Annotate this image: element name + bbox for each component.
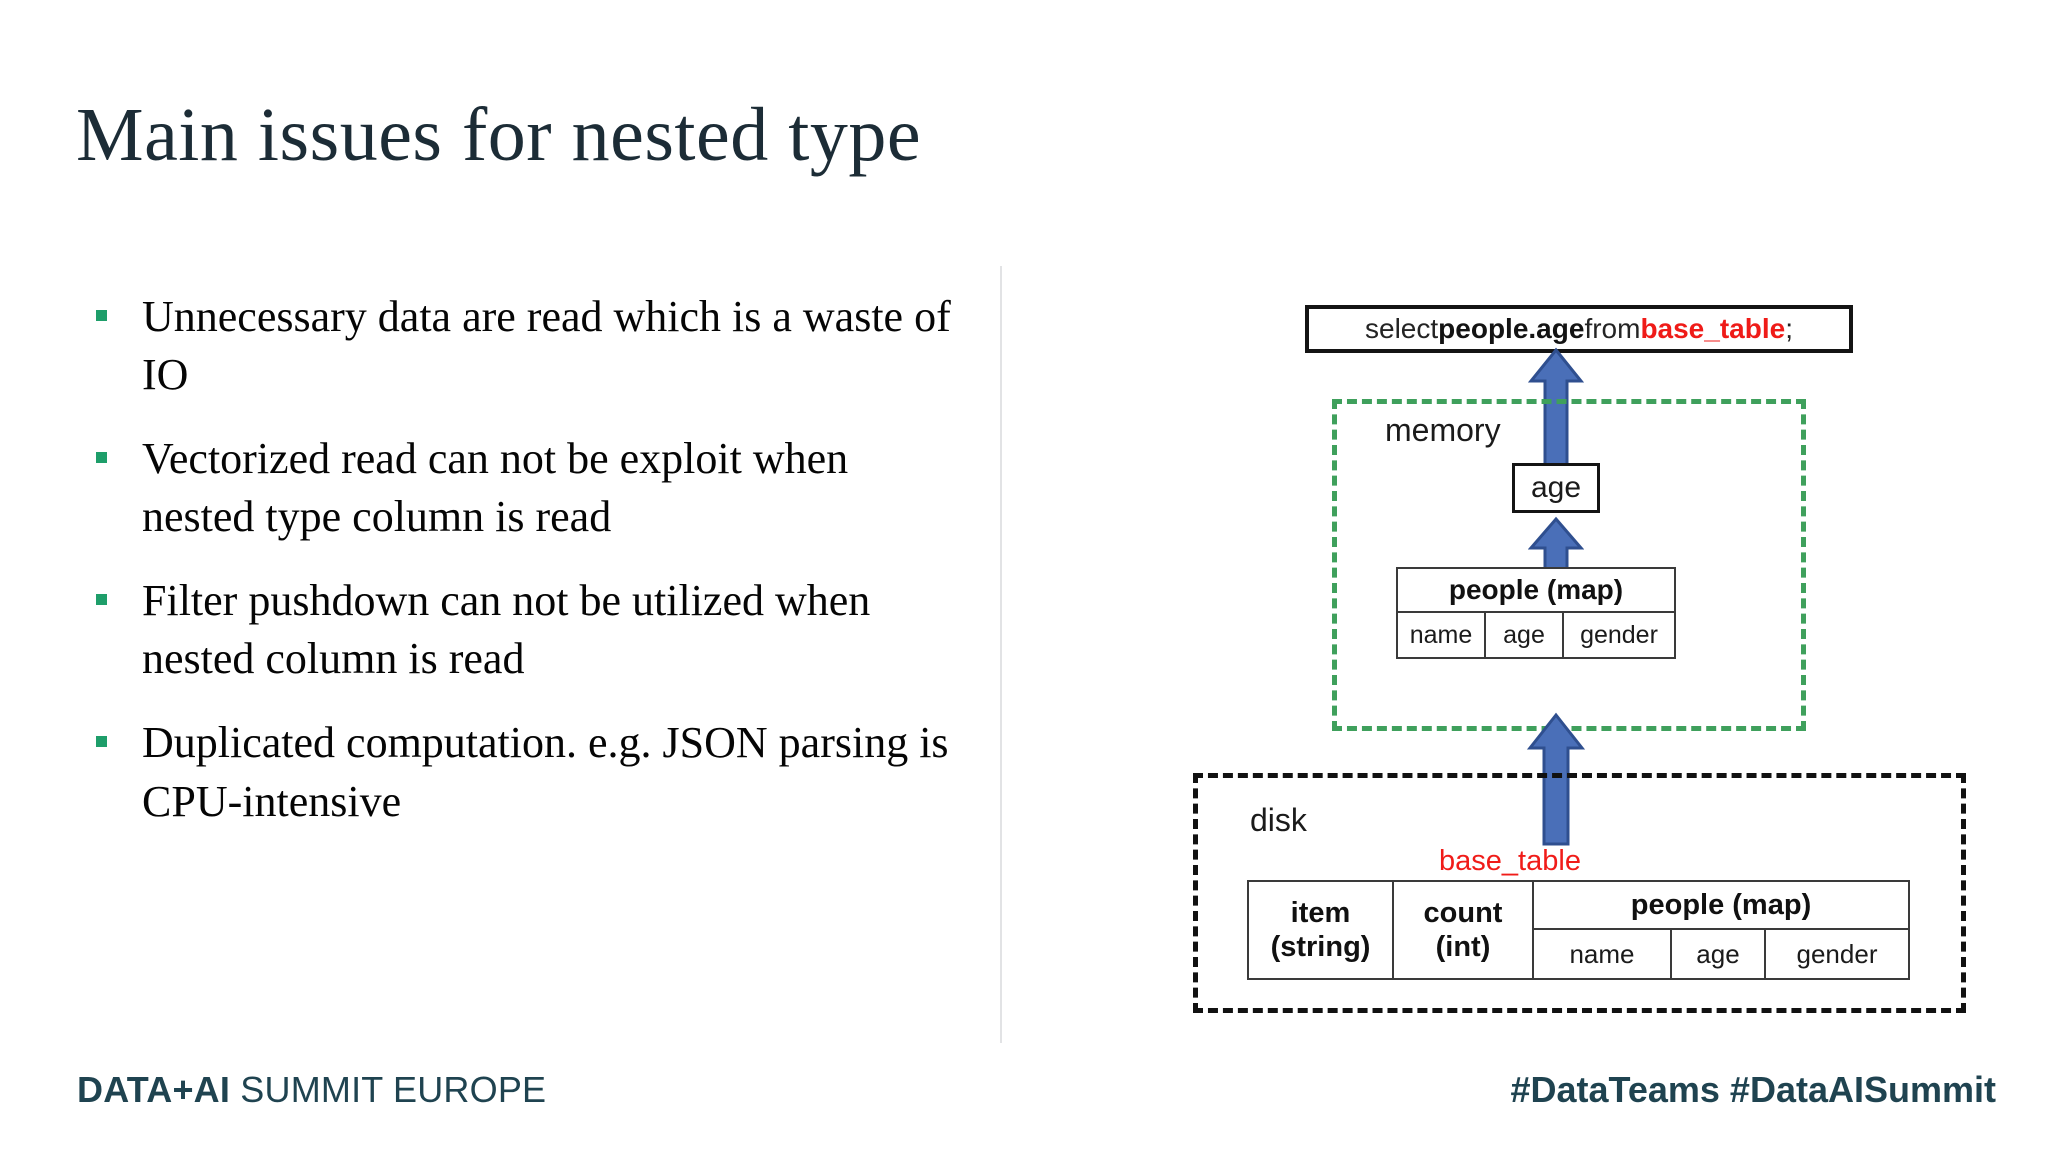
- memory-people-header: people (map): [1398, 569, 1674, 613]
- sql-select-keyword: select: [1365, 313, 1439, 344]
- base-table-label: base_table: [1439, 845, 1581, 877]
- list-item-label: Duplicated computation. e.g. JSON parsin…: [142, 718, 949, 826]
- sql-column-ref: people.age: [1438, 313, 1585, 344]
- list-item: Filter pushdown can not be utilized when…: [96, 572, 956, 688]
- disk-column-count-type: (int): [1435, 931, 1491, 963]
- bullet-square-icon: [96, 310, 107, 321]
- memory-column-gender: gender: [1580, 620, 1658, 649]
- disk-base-table: item (string) count (int) people (map) n…: [1247, 880, 1910, 980]
- disk-column-name: name: [1534, 930, 1672, 978]
- disk-column-count-name: count: [1423, 896, 1503, 929]
- sql-from-keyword: from: [1584, 313, 1641, 344]
- disk-column-people: people (map) name age gender: [1534, 882, 1908, 978]
- disk-column-gender: gender: [1796, 938, 1878, 969]
- page-title: Main issues for nested type: [76, 93, 922, 177]
- issues-list: Unnecessary data are read which is a was…: [96, 288, 956, 857]
- memory-people-columns: name age gender: [1398, 613, 1674, 657]
- list-item-label: Filter pushdown can not be utilized when…: [142, 576, 871, 684]
- disk-column-item: item (string): [1249, 882, 1394, 978]
- list-item-label: Unnecessary data are read which is a was…: [142, 292, 951, 400]
- footer-brand: DATA+AI SUMMIT EUROPE: [77, 1069, 546, 1111]
- list-item: Duplicated computation. e.g. JSON parsin…: [96, 714, 956, 830]
- footer-brand-bold: DATA+AI: [77, 1069, 231, 1110]
- memory-people-table: people (map) name age gender: [1396, 567, 1676, 659]
- sql-table-ref: base_table: [1640, 313, 1786, 344]
- sql-semicolon: ;: [1785, 313, 1793, 344]
- footer-brand-regular: SUMMIT EUROPE: [230, 1069, 547, 1110]
- list-item: Unnecessary data are read which is a was…: [96, 288, 956, 404]
- disk-label: disk: [1250, 802, 1307, 838]
- bullet-square-icon: [96, 736, 107, 748]
- memory-label: memory: [1385, 412, 1501, 448]
- disk-people-header: people (map): [1534, 882, 1908, 930]
- bullet-square-icon: [96, 452, 107, 464]
- memory-region: [1332, 399, 1806, 731]
- sql-query-box: select people.age from base_table;: [1305, 305, 1853, 353]
- disk-column-age: age: [1672, 930, 1766, 978]
- disk-people-columns: name age gender: [1534, 930, 1908, 978]
- vertical-divider: [1000, 266, 1002, 1043]
- memory-column-name: name: [1398, 613, 1486, 657]
- arrow-people-to-age-icon: [1528, 516, 1584, 571]
- bullet-square-icon: [96, 594, 107, 606]
- projected-column-age-box: age: [1512, 463, 1600, 513]
- arrow-disk-to-memory-icon: [1526, 712, 1586, 846]
- list-item: Vectorized read can not be exploit when …: [96, 430, 956, 546]
- disk-column-count: count (int): [1394, 882, 1534, 978]
- list-item-label: Vectorized read can not be exploit when …: [142, 434, 849, 542]
- disk-column-item-name: item: [1290, 896, 1351, 929]
- disk-column-item-type: (string): [1270, 931, 1371, 963]
- footer-hashtags: #DataTeams #DataAISummit: [1510, 1069, 1996, 1110]
- disk-region: [1193, 773, 1966, 1013]
- memory-column-age: age: [1486, 613, 1564, 657]
- nested-type-read-diagram: select people.age from base_table; memor…: [1160, 290, 2000, 1050]
